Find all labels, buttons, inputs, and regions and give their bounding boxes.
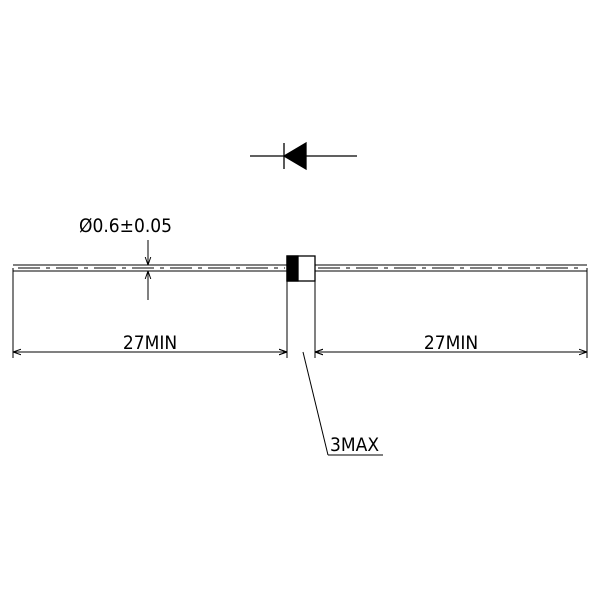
body-length-leader xyxy=(270,351,383,456)
left-lead-length-label: 27MIN xyxy=(123,332,177,354)
right-lead-length-label: 27MIN xyxy=(424,332,478,354)
component-body xyxy=(286,255,316,282)
cathode-band xyxy=(286,255,299,282)
symbol-anode-triangle xyxy=(282,141,307,171)
diode-symbol xyxy=(250,141,357,171)
body-length-label: 3MAX xyxy=(330,434,379,456)
lead-diameter-label: Ø0.6±0.05 xyxy=(79,215,172,237)
leader-diagonal xyxy=(302,351,329,456)
extension-lines xyxy=(12,268,588,358)
